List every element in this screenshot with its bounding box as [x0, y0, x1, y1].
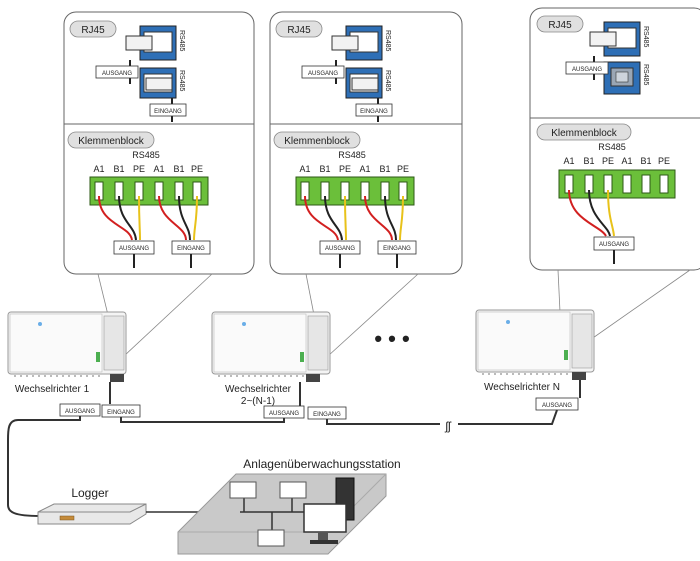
- rj45-ausgang-label: AUSGANG: [572, 67, 602, 73]
- rs485-port-bottom-label: RS485: [178, 70, 185, 92]
- rj45-port-top: [589, 21, 641, 80]
- pin-label: B1: [113, 164, 124, 174]
- pin-label: A1: [93, 164, 104, 174]
- rj45-eingang-label: EINGANG: [360, 109, 388, 115]
- inverter-2-eingang: EINGANG: [313, 412, 341, 418]
- rs485-bus-cable: [7, 380, 581, 517]
- pin-label: PE: [339, 164, 351, 174]
- rs485-port-bottom-label: RS485: [384, 70, 391, 92]
- inverter-N-ausgang: AUSGANG: [542, 403, 572, 409]
- terminal-ausgang-label: AUSGANG: [325, 246, 355, 252]
- logger-label: Logger: [71, 486, 108, 500]
- terminal-block: [558, 169, 676, 199]
- rj45-ausgang-label: AUSGANG: [308, 71, 338, 77]
- rs485-port-bottom-label: RS485: [642, 64, 649, 86]
- terminal-ausgang-label: AUSGANG: [599, 242, 629, 248]
- panel-2: RJ45 RS485 RS485 AUSGANG EINGANG Klemmen…: [269, 11, 463, 275]
- terminal-sub-label: RS485: [338, 150, 366, 160]
- inverter-1-name: Wechselrichter 1: [15, 384, 90, 395]
- terminal-sub-label: RS485: [132, 150, 160, 160]
- pin-label: A1: [621, 156, 632, 166]
- pin-label: B1: [319, 164, 330, 174]
- logger-device: [37, 503, 147, 525]
- inverter-2-name-line1: Wechselrichter: [225, 384, 292, 395]
- terminal-title: Klemmenblock: [284, 136, 351, 147]
- terminal-sub-label: RS485: [598, 142, 626, 152]
- pin-label: PE: [602, 156, 614, 166]
- pin-label: A1: [563, 156, 574, 166]
- pin-labels: A1 B1 PE A1 B1 PE: [93, 164, 203, 174]
- inverter-1: [7, 311, 127, 382]
- pin-label: B1: [379, 164, 390, 174]
- pin-label: B1: [583, 156, 594, 166]
- rs485-port-top-label: RS485: [384, 30, 391, 52]
- pin-label: B1: [640, 156, 651, 166]
- rs485-port-top-label: RS485: [178, 30, 185, 52]
- pin-labels: A1 B1 PE A1 B1 PE: [299, 164, 409, 174]
- monitoring-station: [177, 473, 387, 555]
- pin-label: PE: [658, 156, 670, 166]
- inverter-1-eingang: EINGANG: [107, 410, 135, 416]
- inverter-2-name-line2: 2~(N-1): [241, 396, 275, 407]
- rj45-label: RJ45: [81, 25, 105, 36]
- terminal-eingang-label: EINGANG: [383, 246, 411, 252]
- terminal-ausgang-label: AUSGANG: [119, 246, 149, 252]
- pin-label: A1: [359, 164, 370, 174]
- rj45-eingang-label: EINGANG: [154, 109, 182, 115]
- ellipsis: • • •: [374, 326, 409, 351]
- rj45-port-bottom-empty: [603, 61, 641, 95]
- terminal-title: Klemmenblock: [551, 128, 618, 139]
- pin-label: PE: [397, 164, 409, 174]
- terminal-title: Klemmenblock: [78, 136, 145, 147]
- rs485-port-top-label: RS485: [642, 26, 649, 48]
- rj45-port-bottom: [345, 67, 383, 122]
- rj45-label: RJ45: [287, 25, 311, 36]
- inverter-N-name: Wechselrichter N: [484, 382, 560, 393]
- rj45-port-bottom: [139, 67, 177, 122]
- terminal-block: [89, 176, 209, 206]
- pin-label: B1: [173, 164, 184, 174]
- cable-break-icon: ʃʃ: [444, 419, 452, 433]
- pin-label: PE: [133, 164, 145, 174]
- inverter-2: [211, 311, 331, 382]
- inverter-2-ausgang: AUSGANG: [269, 411, 299, 417]
- panel-N: RJ45 RS485 RS485 AUSGANG Klemmenblock RS…: [529, 7, 700, 271]
- rj45-port-top: [125, 25, 177, 84]
- pin-label: A1: [299, 164, 310, 174]
- rj45-ausgang-label: AUSGANG: [102, 71, 132, 77]
- pin-label: A1: [153, 164, 164, 174]
- inverter-1-ausgang: AUSGANG: [65, 409, 95, 415]
- terminal-eingang-label: EINGANG: [177, 246, 205, 252]
- station-label: Anlagenüberwachungsstation: [243, 457, 400, 471]
- panel-1: RJ45 RS485 RS485 AUSGANG EINGANG Klemmen…: [63, 11, 255, 275]
- inverter-N: [475, 309, 595, 380]
- pin-label: PE: [191, 164, 203, 174]
- terminal-block: [295, 176, 415, 206]
- rj45-label: RJ45: [548, 20, 572, 31]
- pin-labels: A1 B1 PE A1 B1 PE: [563, 156, 670, 166]
